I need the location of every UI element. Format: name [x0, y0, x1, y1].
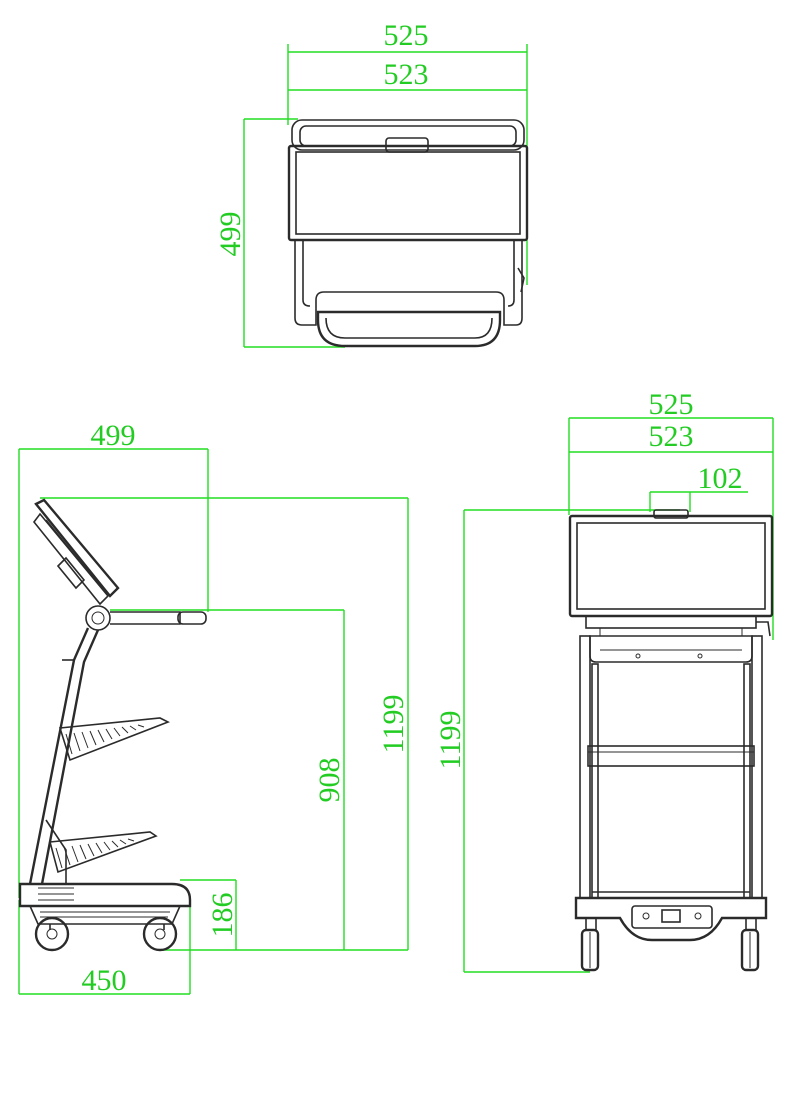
front-bracket-width-label: 102 — [698, 462, 743, 495]
side-view-dimensions: 499 1199 908 186 450 — [18, 419, 410, 997]
lower-shelf-grille — [55, 838, 135, 869]
top-depth-label: 499 — [214, 212, 247, 257]
front-width-outer-label: 525 — [649, 388, 694, 421]
upper-shelf-grille — [65, 724, 145, 755]
front-view: 525 523 102 1199 — [434, 388, 774, 973]
side-height-total-label: 1199 — [377, 695, 410, 754]
side-height-base-label: 186 — [206, 893, 239, 938]
base-vent — [38, 887, 170, 918]
top-width-outer-label: 525 — [384, 19, 429, 52]
front-height-total-label: 1199 — [434, 711, 467, 770]
top-view-cart — [287, 119, 529, 348]
side-height-handle-label: 908 — [313, 758, 346, 803]
front-width-inner-label: 523 — [649, 420, 694, 453]
top-width-inner-label: 523 — [384, 58, 429, 91]
front-view-dimensions: 525 523 102 1199 — [434, 388, 774, 973]
top-view-dimensions: 525 523 499 — [214, 19, 528, 348]
side-depth-label: 499 — [91, 419, 136, 452]
top-view: 525 523 499 — [214, 19, 529, 348]
side-view-cart — [18, 498, 207, 952]
side-view: 499 1199 908 186 450 — [18, 419, 410, 997]
front-view-cart — [568, 509, 774, 972]
side-base-length-label: 450 — [82, 964, 127, 997]
